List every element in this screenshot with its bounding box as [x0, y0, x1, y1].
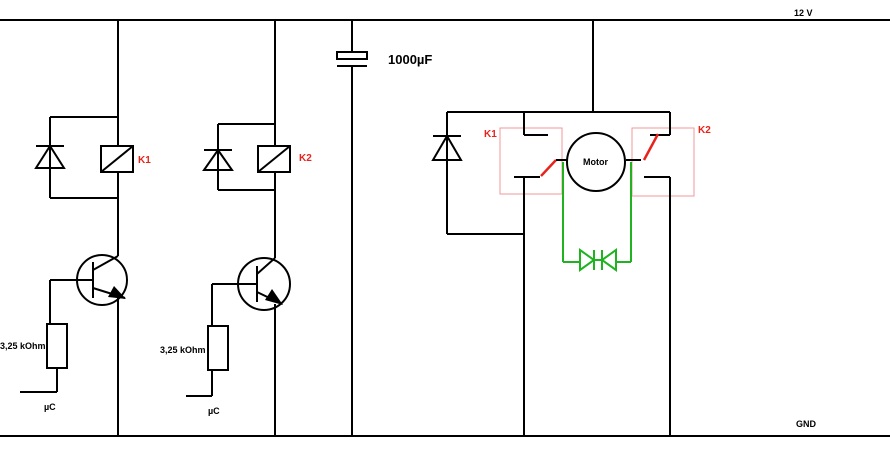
- flyback-diode-3: [431, 112, 524, 235]
- motor-bridge: K1 Motor K2: [431, 20, 711, 436]
- relay-contact-k1-switch: [540, 159, 557, 177]
- driver-stage-2: K2 3,25 kOhm µC: [160, 20, 312, 436]
- relay-contact-k2-switch: [642, 133, 660, 161]
- relay-coil-k1: [100, 145, 134, 173]
- resistor-2-label: 3,25 kOhm: [160, 345, 206, 355]
- transistor-2: [212, 257, 291, 311]
- motor: [566, 132, 626, 192]
- base-resistor-2: [207, 325, 229, 371]
- motor-label: Motor: [583, 157, 608, 167]
- relay-contact-k2-box: [631, 127, 695, 197]
- relay-coil-k2: [257, 145, 291, 173]
- flyback-diode-1: [34, 116, 118, 199]
- ground-label: GND: [796, 419, 817, 429]
- input-2-label: µC: [208, 406, 220, 416]
- relay-contact-k1-box: [499, 127, 563, 195]
- relay-k2-label: K2: [299, 153, 312, 164]
- relay-contact-k2-label: K2: [698, 125, 711, 136]
- driver-stage-1: K1 3,25 kOhm µC: [0, 20, 151, 436]
- base-resistor-1: [46, 323, 68, 369]
- supply-label: 12 V: [794, 8, 813, 18]
- resistor-1-label: 3,25 kOhm: [0, 341, 46, 351]
- relay-k1-label: K1: [138, 155, 151, 166]
- capacitor-label: 1000µF: [388, 52, 432, 67]
- relay-contact-k1-label: K1: [484, 129, 497, 140]
- input-1-label: µC: [44, 402, 56, 412]
- transistor-1: [50, 254, 128, 306]
- diode-pair-across-motor: [562, 162, 632, 272]
- capacitor: 1000µF: [336, 20, 432, 436]
- flyback-diode-2: [202, 123, 275, 191]
